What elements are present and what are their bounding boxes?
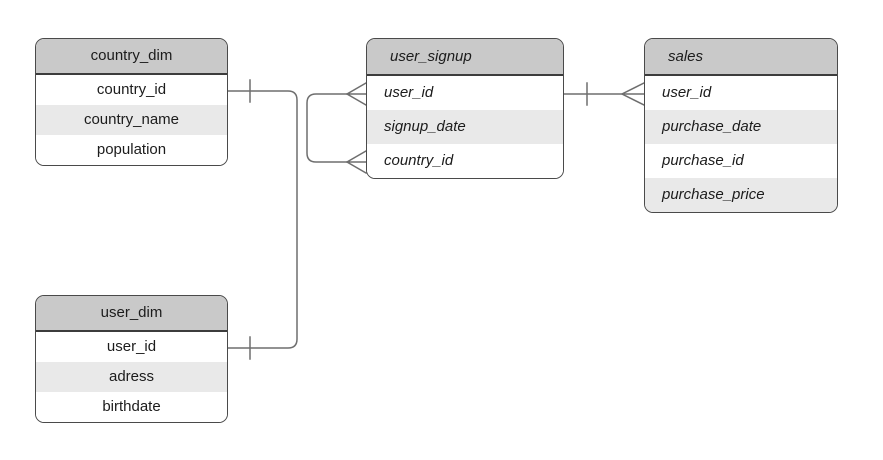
crow-foot-many-icon <box>620 81 646 107</box>
entity-table-sales: sales user_id purchase_date purchase_id … <box>644 38 838 213</box>
entity-field: purchase_price <box>645 178 837 212</box>
entity-field: country_id <box>36 75 227 105</box>
entity-field: population <box>36 135 227 165</box>
connector-user-signup-to-sales <box>563 81 646 107</box>
entity-title: country_dim <box>36 39 227 75</box>
connector-line <box>227 90 298 349</box>
entity-title: sales <box>645 39 837 76</box>
entity-field: adress <box>36 362 227 392</box>
connector-into-user-signup <box>306 81 368 175</box>
connector-country-dim-and-user-dim-bus <box>227 79 298 360</box>
entity-table-user-signup: user_signup user_id signup_date country_… <box>366 38 564 179</box>
entity-title: user_signup <box>367 39 563 76</box>
connector-line <box>306 93 348 163</box>
entity-field: purchase_date <box>645 110 837 144</box>
entity-field: birthdate <box>36 392 227 422</box>
entity-title: user_dim <box>36 296 227 332</box>
entity-field: user_id <box>367 76 563 110</box>
entity-field: country_id <box>367 144 563 178</box>
entity-field: signup_date <box>367 110 563 144</box>
entity-table-country-dim: country_dim country_id country_name popu… <box>35 38 228 166</box>
entity-field: purchase_id <box>645 144 837 178</box>
entity-field: user_id <box>36 332 227 362</box>
crow-foot-many-icon <box>345 149 368 175</box>
entity-field: country_name <box>36 105 227 135</box>
crow-foot-many-icon <box>345 81 368 107</box>
entity-field: user_id <box>645 76 837 110</box>
entity-table-user-dim: user_dim user_id adress birthdate <box>35 295 228 423</box>
